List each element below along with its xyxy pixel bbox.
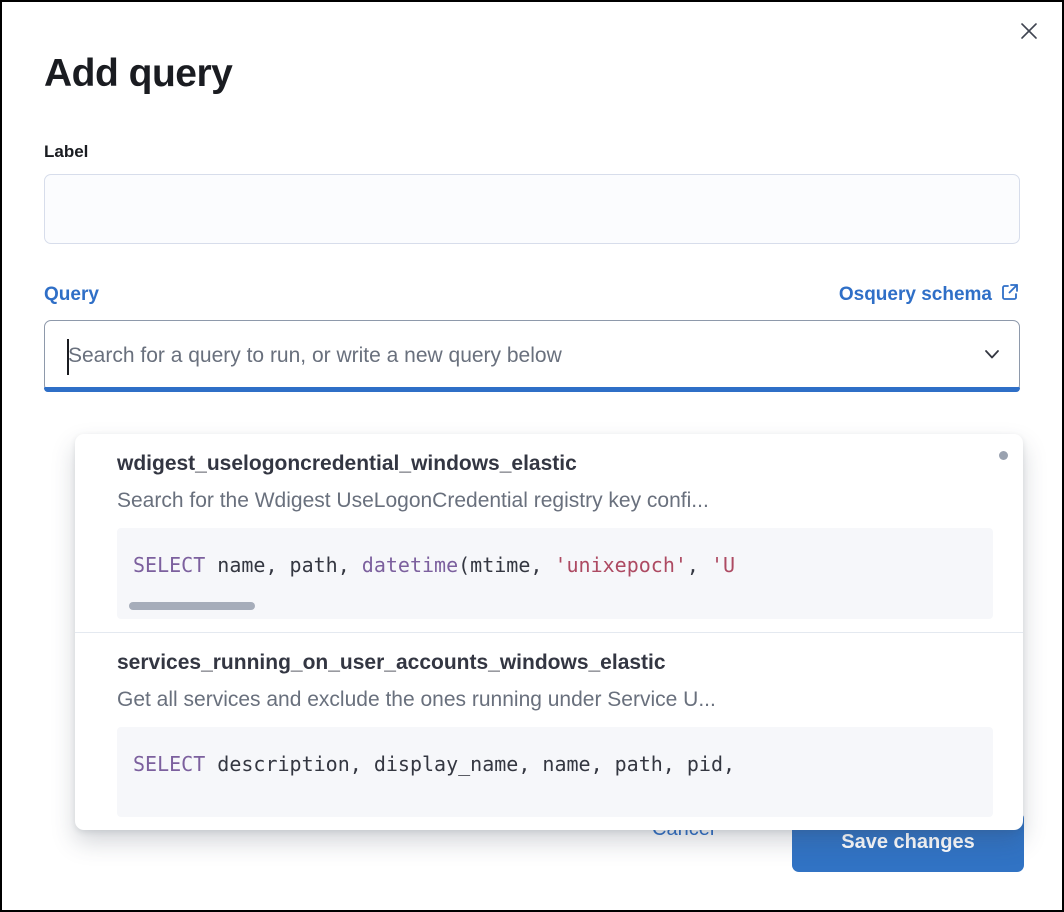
close-button[interactable] xyxy=(1014,18,1044,48)
osquery-schema-link[interactable]: Osquery schema xyxy=(839,282,1020,308)
horizontal-scrollbar-thumb[interactable] xyxy=(129,602,255,610)
chevron-down-icon xyxy=(981,343,1003,370)
label-input[interactable] xyxy=(44,174,1020,244)
query-option-title: wdigest_uselogoncredential_windows_elast… xyxy=(117,452,577,475)
query-row: Query Osquery schema xyxy=(44,282,1020,308)
sql-code: SELECT name, path, datetime(mtime, 'unix… xyxy=(133,553,736,577)
query-suggestions-panel: wdigest_uselogoncredential_windows_elast… xyxy=(75,434,1023,830)
option-divider xyxy=(75,632,1023,633)
combobox-toggle[interactable] xyxy=(965,343,1019,370)
query-search-combobox[interactable] xyxy=(44,320,1020,392)
close-icon xyxy=(1017,19,1041,48)
query-field-label: Query xyxy=(44,284,99,305)
query-option-code-block: SELECT description, display_name, name, … xyxy=(117,727,993,817)
vertical-scrollbar-thumb[interactable] xyxy=(999,451,1008,460)
page-title: Add query xyxy=(44,52,233,95)
label-field-label: Label xyxy=(44,142,89,161)
external-link-icon xyxy=(1000,282,1020,308)
osquery-schema-link-label: Osquery schema xyxy=(838,284,992,305)
query-option-title: services_running_on_user_accounts_window… xyxy=(117,651,666,674)
query-option[interactable]: services_running_on_user_accounts_window… xyxy=(75,633,1023,817)
query-option-description: Get all services and exclude the ones ru… xyxy=(117,688,716,711)
text-caret xyxy=(67,339,69,375)
query-option-description: Search for the Wdigest UseLogonCredentia… xyxy=(117,489,709,512)
query-option[interactable]: wdigest_uselogoncredential_windows_elast… xyxy=(75,434,1023,619)
query-search-input[interactable] xyxy=(45,344,965,368)
sql-code: SELECT description, display_name, name, … xyxy=(133,752,736,776)
query-option-code-block: SELECT name, path, datetime(mtime, 'unix… xyxy=(117,528,993,619)
